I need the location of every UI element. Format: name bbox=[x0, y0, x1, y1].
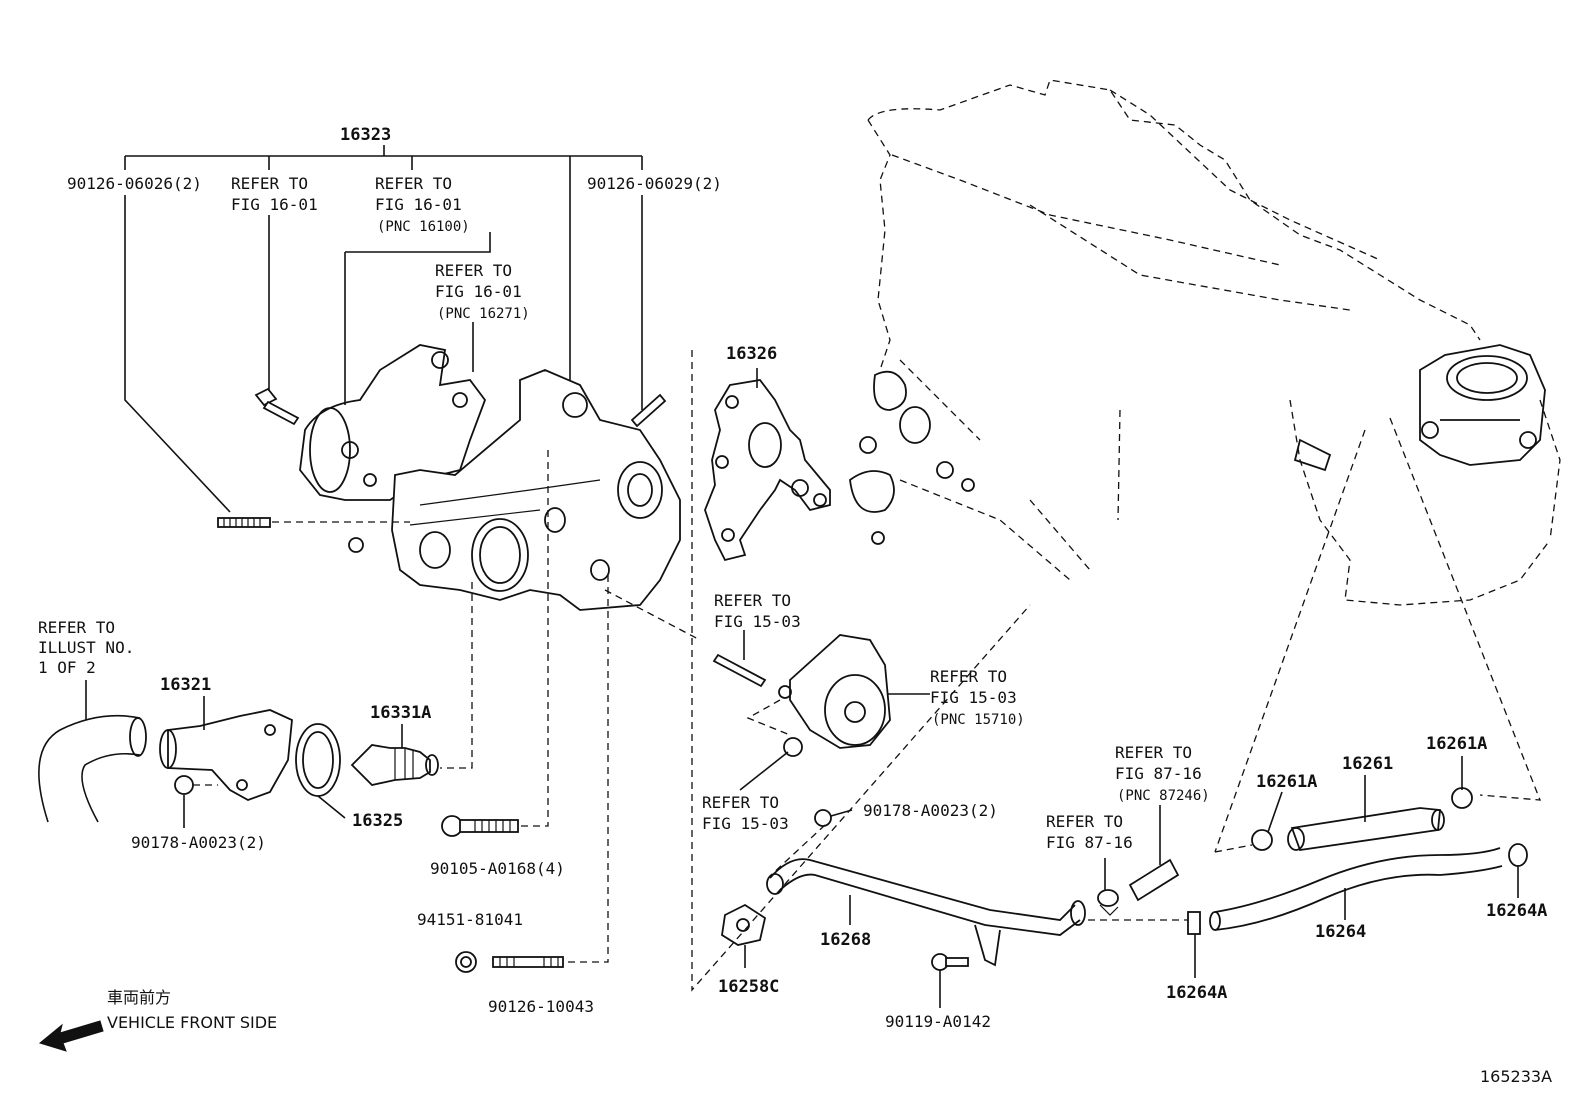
ref-fig-16-01-c: REFER TO FIG 16-01 (PNC 16271) bbox=[435, 261, 531, 322]
stud-90126-10043 bbox=[492, 956, 564, 968]
label-16258C: 16258C bbox=[718, 977, 779, 997]
bolt-90105 bbox=[441, 815, 519, 837]
label-16268: 16268 bbox=[820, 930, 871, 950]
cover-refer-fig-15-03 bbox=[778, 634, 891, 749]
engine-port-group bbox=[849, 370, 975, 545]
label-16261A-left: 16261A bbox=[1256, 772, 1317, 792]
label-16261A-right: 16261A bbox=[1426, 734, 1487, 754]
nut-90178-b bbox=[814, 809, 832, 827]
clamp-16261A-right bbox=[1451, 787, 1473, 809]
clamp-16261A-left bbox=[1251, 829, 1273, 851]
labels: 16323 90126-06026(2) 90126-06029(2) REFE… bbox=[38, 125, 1552, 1086]
label-16321: 16321 bbox=[160, 675, 211, 695]
label-94151: 94151-81041 bbox=[417, 910, 523, 929]
stud-90126-06029 bbox=[630, 393, 667, 428]
bolt-90119 bbox=[931, 953, 969, 971]
nut-90178-a bbox=[174, 775, 194, 795]
label-90178-a: 90178-A0023(2) bbox=[131, 833, 266, 852]
water-pump-assembly bbox=[299, 344, 681, 611]
leader-lines bbox=[85, 145, 1519, 1008]
label-16261: 16261 bbox=[1342, 754, 1393, 774]
label-90178-b: 90178-A0023(2) bbox=[863, 801, 998, 820]
pipe-16268 bbox=[766, 858, 1086, 967]
bolt-90126-06026 bbox=[217, 517, 271, 528]
nut-94151 bbox=[455, 951, 477, 973]
label-90126-10043: 90126-10043 bbox=[488, 997, 594, 1016]
clamp-refer-fig-87-16 bbox=[1097, 889, 1119, 916]
ref-fig-87-16-b: REFER TO FIG 87-16 bbox=[1046, 812, 1133, 852]
label-16326: 16326 bbox=[726, 344, 777, 364]
ref-fig-15-03-c: REFER TO FIG 15-03 bbox=[702, 793, 789, 833]
ref-fig-16-01-a: REFER TO FIG 16-01 bbox=[231, 174, 318, 214]
label-16264: 16264 bbox=[1315, 922, 1366, 942]
throttle-body bbox=[1293, 344, 1546, 472]
label-16331A: 16331A bbox=[370, 703, 431, 723]
ref-fig-15-03-a: REFER TO FIG 15-03 bbox=[714, 591, 801, 631]
clamp-16264A-right bbox=[1508, 843, 1528, 867]
hose-refer-illust bbox=[38, 714, 147, 823]
ref-fig-15-03-b: REFER TO FIG 15-03 (PNC 15710) bbox=[930, 667, 1026, 728]
water-inlet-16321 bbox=[159, 709, 293, 801]
vehicle-front-arrow-icon bbox=[38, 1020, 104, 1052]
clamp-16264A-bottom bbox=[1187, 911, 1201, 935]
bolt-refer-fig-15-03 bbox=[783, 737, 803, 757]
illustration-number: 165233A bbox=[1480, 1067, 1552, 1086]
gasket-16326 bbox=[704, 379, 831, 562]
label-90119: 90119-A0142 bbox=[885, 1012, 991, 1031]
connection-dashes bbox=[193, 350, 1541, 992]
hose-16264 bbox=[1209, 847, 1503, 931]
label-16264A-right: 16264A bbox=[1486, 901, 1547, 921]
label-90126-06029: 90126-06029(2) bbox=[587, 174, 722, 193]
thermostat-16331A bbox=[350, 744, 439, 786]
hose-16261 bbox=[1287, 807, 1445, 851]
vehicle-front-label-en: VEHICLE FRONT SIDE bbox=[107, 1013, 277, 1032]
ref-illust-no: REFER TO ILLUST NO. 1 OF 2 bbox=[38, 618, 144, 677]
ref-fig-87-16-a: REFER TO FIG 87-16 (PNC 87246) bbox=[1115, 743, 1211, 804]
label-90126-06026: 90126-06026(2) bbox=[67, 174, 202, 193]
label-90105: 90105-A0168(4) bbox=[430, 859, 565, 878]
label-16323: 16323 bbox=[340, 125, 391, 145]
engine-block-outline bbox=[849, 79, 1561, 606]
gasket-16325 bbox=[295, 723, 341, 797]
hose-refer-fig-87-16 bbox=[1128, 858, 1180, 902]
vehicle-front-label-jp: 車両前方 bbox=[107, 988, 171, 1007]
ref-fig-16-01-b: REFER TO FIG 16-01 (PNC 16100) bbox=[375, 174, 471, 235]
label-16264A-bottom: 16264A bbox=[1166, 983, 1227, 1003]
bolt-refer-fig-16-01 bbox=[254, 387, 300, 426]
gasket-16258C bbox=[721, 903, 767, 946]
stud-refer-fig-15-03 bbox=[712, 653, 767, 688]
label-16325: 16325 bbox=[352, 811, 403, 831]
